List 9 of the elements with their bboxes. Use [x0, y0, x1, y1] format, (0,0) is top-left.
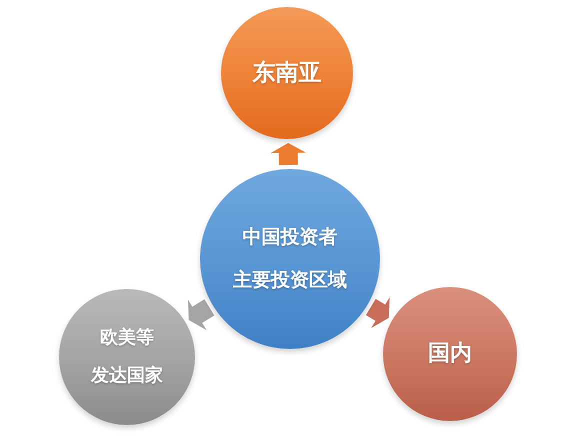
circle-label: 中国投资者	[242, 226, 338, 248]
arrow	[188, 299, 214, 330]
circle-label: 发达国家	[91, 366, 163, 386]
circle-label: 国内	[428, 341, 472, 367]
arrow	[366, 297, 390, 328]
circle-label: 欧美等	[100, 328, 154, 348]
circle-label: 东南亚	[252, 60, 322, 86]
circle-label: 主要投资区域	[233, 270, 347, 292]
arrow	[270, 143, 306, 166]
